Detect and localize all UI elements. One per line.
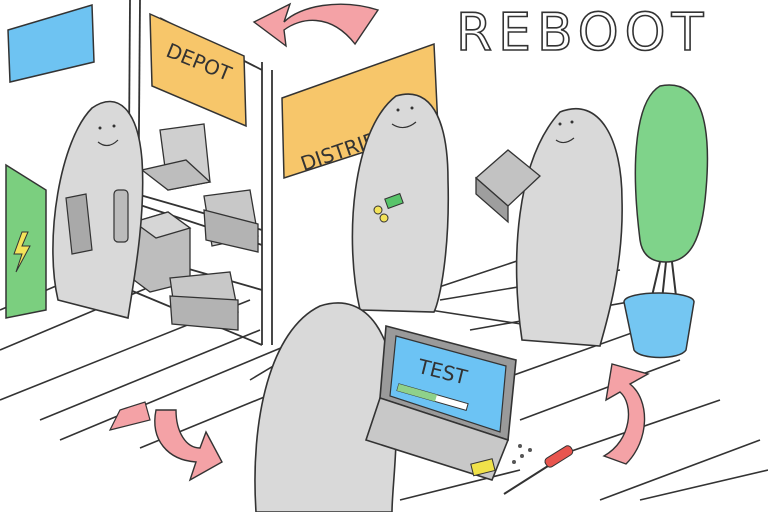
coin-icon (379, 213, 389, 223)
blue-panel (7, 4, 95, 83)
progress-bar (396, 383, 469, 412)
test-laptop: TEST (364, 324, 517, 481)
laptop-screen (389, 335, 507, 433)
money-icon (384, 192, 404, 210)
laptop-keyboard (364, 396, 510, 481)
shelf-box-stack (169, 189, 259, 331)
smile-icon (97, 139, 119, 147)
figure-right (475, 107, 623, 347)
lightning-icon (13, 231, 31, 273)
figure-left (52, 100, 144, 319)
smile-icon (555, 137, 575, 144)
plant-pot (623, 292, 695, 359)
cycle-arrow-icon (108, 401, 151, 431)
shelf-laptop (140, 123, 212, 191)
power-cabinet (5, 163, 47, 319)
cycle-arrow-icon (252, 2, 380, 48)
smile-icon (391, 121, 417, 129)
plant (623, 84, 709, 359)
screwdriver (503, 445, 574, 495)
cycle-arrow-icon (602, 363, 650, 465)
coin-icon (373, 205, 383, 215)
figure-front (254, 302, 398, 512)
screws (512, 444, 532, 464)
depot-sign: DEPOT (149, 12, 247, 128)
usb-stick (470, 458, 496, 477)
figure-distribution (351, 93, 450, 313)
title-text: REBOOT (456, 3, 709, 63)
progress-bar-fill (396, 383, 437, 402)
cycle-arrow-icon (154, 409, 223, 482)
